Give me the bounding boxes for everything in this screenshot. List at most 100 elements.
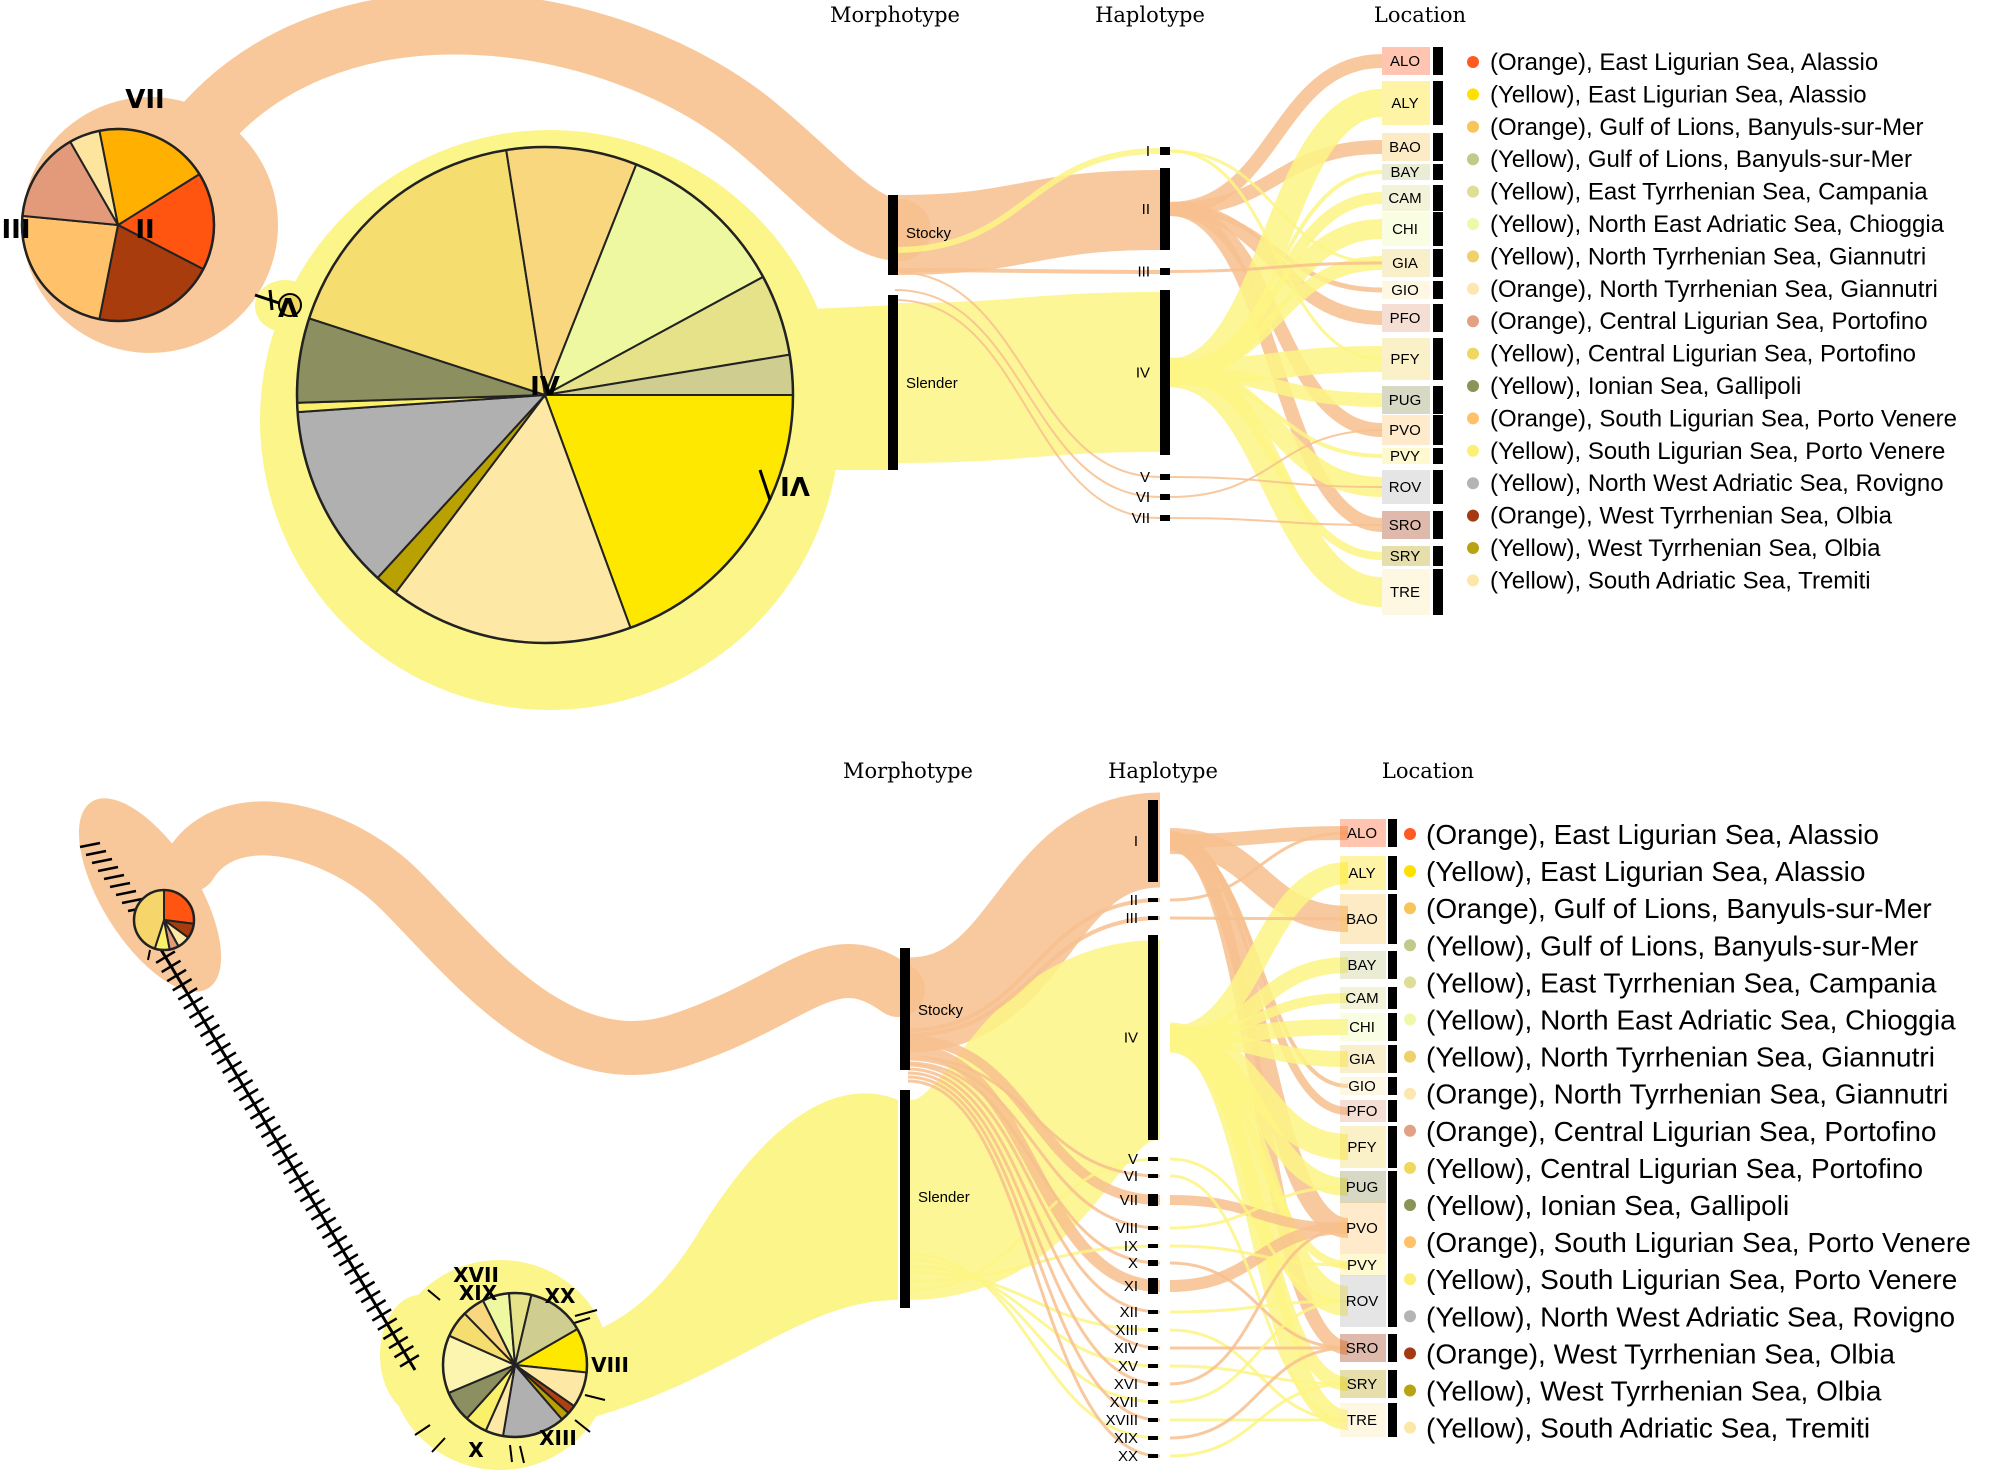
- panel-b-flow-morph-to-hap-20: [907, 1079, 1161, 1458]
- panel-b-chain-tick-38: [360, 1289, 381, 1304]
- panel-b: StockySlenderIIIIIIIVVVIVIIVIIIIXXXIXIIX…: [78, 759, 1971, 1470]
- panel-a-haplotype-bar-7: [1160, 515, 1170, 521]
- panel-b-chain-tick-34: [338, 1253, 359, 1267]
- panel-b-haplotype-bar-1: [1148, 800, 1158, 882]
- panel-b-haplotype-label-5: V: [1128, 1151, 1138, 1168]
- panel-a-haplotype-label-4: IV: [1136, 365, 1150, 382]
- panel-b-flow-hap-19-to-sro: [1169, 1346, 1349, 1440]
- panel-b-legend-dot-rov: [1404, 1310, 1416, 1323]
- panel-b-pie-tick-2: [574, 1309, 598, 1317]
- panel-b-header-morphotype: Morphotype: [843, 759, 973, 783]
- panel-b-pie-tick-8: [414, 1424, 431, 1436]
- panel-a-haplotype-bar-2: [1160, 168, 1170, 250]
- panel-b-chain-tick-18: [249, 1106, 270, 1120]
- panel-b-chain-tick-40: [371, 1308, 392, 1322]
- panel-b-location-code-pfy: PFY: [1347, 1139, 1376, 1156]
- panel-b-chain-tick-32: [327, 1234, 348, 1249]
- panel-b-pie-big-outline: [441, 1291, 589, 1439]
- panel-b-location-code-cam: CAM: [1345, 990, 1378, 1007]
- panel-b-legend-dot-bay: [1404, 939, 1416, 952]
- panel-b-flow-morph-to-hap-17: [907, 1258, 1161, 1404]
- panel-a-location-chip-bao: [1382, 133, 1430, 161]
- panel-a-haplotype-bar-5: [1160, 474, 1170, 480]
- panel-b-flow-hap-17-to-rov: [1169, 1299, 1349, 1404]
- panel-a-location-bar-pfo: [1433, 304, 1443, 332]
- panel-b-network-label-xx: XX: [545, 1284, 576, 1308]
- panel-b-location-chip-pvo: [1340, 1202, 1386, 1254]
- panel-a-location-code-pvo: PVO: [1389, 422, 1421, 439]
- panel-b-chain-tick-14: [227, 1069, 248, 1084]
- panel-b-chain-tick-45: [399, 1354, 420, 1368]
- panel-b-location-chip-cam: [1340, 987, 1386, 1009]
- panel-b-location-code-bao: BAO: [1346, 911, 1378, 928]
- panel-a-legend-text-tre: (Yellow), South Adriatic Sea, Tremiti: [1490, 567, 1871, 594]
- panel-b-location-code-pug: PUG: [1346, 1179, 1379, 1196]
- panel-a-location-chip-gio: [1382, 281, 1430, 299]
- panel-b-legend-text-cam: (Yellow), East Tyrrhenian Sea, Campania: [1426, 967, 1937, 998]
- panel-a-pie-small-outline: [20, 127, 216, 323]
- panel-a-legend-text-pvo: (Orange), South Ligurian Sea, Porto Vene…: [1490, 405, 1957, 432]
- panel-b-cluster-tick-5: [103, 873, 125, 881]
- panel-b-haplotype-label-4: IV: [1124, 1030, 1138, 1047]
- panel-b-pie-tick-3: [584, 1394, 606, 1401]
- panel-b-location-chip-sro: [1340, 1334, 1386, 1362]
- panel-b-chain-tick-4: [172, 977, 193, 992]
- panel-b-location-chip-pvy: [1340, 1254, 1386, 1276]
- panel-a-haplotype-label-6: VI: [1136, 489, 1150, 506]
- panel-b-flow-stocky-iii: [907, 916, 1161, 1037]
- panel-b-location-chip-tre: [1340, 1403, 1386, 1437]
- panel-b-legend-text-pfo: (Orange), Central Ligurian Sea, Portofin…: [1426, 1116, 1937, 1147]
- panel-a-flow-hap-6-to-pvo: [1169, 429, 1383, 498]
- panel-a-flow-stocky-ii: [894, 170, 1161, 275]
- panel-a-flow-hap-3-to-gia: [1169, 261, 1383, 273]
- panel-a-legend-dot-rov: [1467, 477, 1479, 490]
- panel-b-haplotype-bar-17: [1148, 1400, 1158, 1404]
- panel-b-flow-morph-to-hap-13: [907, 1270, 1161, 1332]
- panel-b-chain-tick-33: [332, 1243, 353, 1258]
- panel-b-location-code-sro: SRO: [1346, 1340, 1379, 1357]
- panel-b-location-bar-gia: [1388, 1045, 1397, 1073]
- panel-a-flows: [894, 54, 1384, 607]
- panel-a-flow-stocky-vi: [894, 289, 1161, 498]
- panel-a-location-chip-tre: [1382, 569, 1430, 615]
- panel-a-haplotype-label-3: III: [1137, 264, 1150, 281]
- panel-a-location-code-bay: BAY: [1391, 164, 1420, 181]
- panel-b-haplotype-bar-13: [1148, 1328, 1158, 1332]
- panel-a-legend-text-sry: (Yellow), West Tyrrhenian Sea, Olbia: [1490, 535, 1881, 562]
- panel-a-legend-text-bao: (Orange), Gulf of Lions, Banyuls-sur-Mer: [1490, 114, 1924, 141]
- panel-a-legend-dot-pvo: [1467, 412, 1479, 425]
- panel-a-location-chip-bay: [1382, 164, 1430, 180]
- panel-a-legend-dot-alo: [1467, 56, 1479, 68]
- panel-a-location-chip-pug: [1382, 386, 1430, 414]
- panel-a-legend-text-cam: (Yellow), East Tyrrhenian Sea, Campania: [1490, 179, 1928, 206]
- panel-b-flow-stocky-i: [905, 792, 1163, 1053]
- panel-b-legend-text-tre: (Yellow), South Adriatic Sea, Tremiti: [1426, 1413, 1870, 1444]
- panel-a-location-code-sro: SRO: [1389, 517, 1422, 534]
- panel-b-haplotype-bar-2: [1148, 898, 1158, 902]
- panel-a-haplotype-label-2: II: [1142, 201, 1150, 218]
- panel-b-slender-network-tail: [380, 1295, 460, 1415]
- panel-a-location-code-sry: SRY: [1390, 548, 1421, 565]
- panel-b-haplotype-bar-19: [1148, 1436, 1158, 1440]
- panel-b-location-bar-tre: [1388, 1403, 1397, 1437]
- panel-a-location-code-rov: ROV: [1389, 479, 1422, 496]
- panel-b-haplotype-label-8: VIII: [1115, 1220, 1138, 1237]
- panel-b-legend-dot-gia: [1404, 1050, 1416, 1063]
- panel-b-flow-stocky-vii: [907, 1035, 1161, 1205]
- panel-a-location-code-pug: PUG: [1389, 392, 1422, 409]
- panel-a-network-label-vi: VI: [780, 470, 810, 500]
- panel-b-chain-tick-20: [260, 1124, 281, 1139]
- panel-b-haplotype-label-15: XV: [1118, 1358, 1138, 1375]
- panel-a-link-node: [278, 293, 302, 317]
- panel-b-legend-dot-sro: [1404, 1347, 1416, 1360]
- panel-b-network-label-x: X: [468, 1438, 484, 1462]
- panel-a: StockySlenderIIIIIIIVVVIVIIALOALYBAOBAYC…: [1, 0, 1957, 710]
- panel-b-haplotype-bar-5: [1148, 1157, 1158, 1161]
- panel-b-legend-text-pfy: (Yellow), Central Ligurian Sea, Portofin…: [1426, 1153, 1923, 1184]
- panel-a-location-chip-sry: [1382, 546, 1430, 566]
- panel-b-haplotype-label-6: VI: [1124, 1168, 1138, 1185]
- panel-b-location-chip-bao: [1340, 894, 1386, 944]
- panel-b-location-chip-gia: [1340, 1045, 1386, 1073]
- panel-b-morphotype-bar-slender: [900, 1090, 910, 1308]
